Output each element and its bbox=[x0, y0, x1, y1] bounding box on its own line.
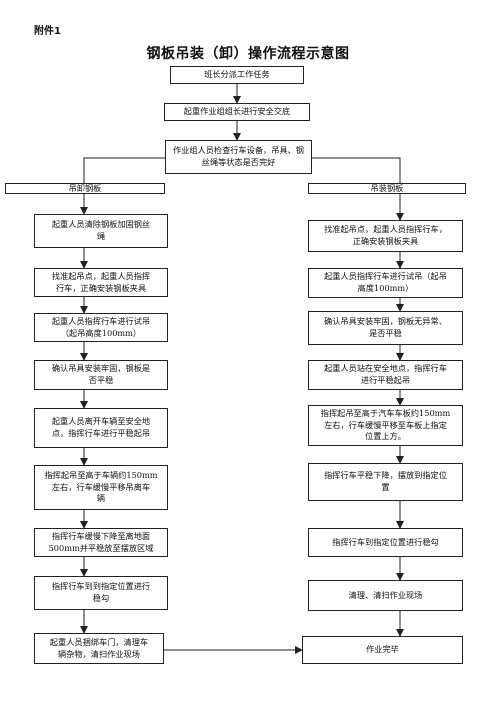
left-step-3: 起重人员指挥行车进行试吊 （起吊高度100mm） bbox=[34, 313, 168, 342]
right-step-6: 指挥行车平稳下降，摆放到指定位 置 bbox=[308, 463, 463, 501]
left-step-2: 找准起吊点，起重人员指挥 行车，正确安装钢板夹具 bbox=[34, 268, 168, 297]
left-step-5: 起重人员离开车辆至安全地 点，指挥行车进行平稳起吊 bbox=[34, 408, 168, 448]
right-step-7: 指挥行车到指定位置进行稳勾 bbox=[308, 528, 463, 557]
right-step-1: 找准起吊点，起重人员指挥行车， 正确安装钢板夹具 bbox=[308, 220, 463, 252]
right-step-2: 起重人员指挥行车进行试吊（起吊 高度100mm） bbox=[308, 268, 463, 298]
branch-label-unload: 吊卸钢板 bbox=[5, 183, 165, 194]
right-step-5: 指挥起吊至高于汽车车板约150mm 左右，行车缓慢平移至车板上指定 位置上方。 bbox=[308, 405, 463, 446]
left-step-6: 指挥起吊至高于车辆约150mm 左右，行车缓慢平移吊离车 辆 bbox=[34, 465, 168, 510]
left-step-9: 起重人员捆绑车门，清理车 辆杂物，清扫作业现场 bbox=[34, 633, 164, 664]
attachment-label: 附件1 bbox=[34, 26, 61, 37]
step-safety-briefing: 起重作业组组长进行安全交底 bbox=[164, 103, 310, 121]
right-step-8: 清理、清扫作业现场 bbox=[308, 580, 463, 611]
page-title: 钢板吊装（卸）操作流程示意图 bbox=[146, 46, 350, 62]
right-step-3: 确认吊具安装牢固，钢板无异常、 是否平稳 bbox=[308, 311, 463, 345]
branch-left bbox=[83, 157, 165, 183]
branch-label-load: 吊装钢板 bbox=[308, 183, 466, 194]
branch-right bbox=[312, 157, 401, 183]
right-step-4: 起重人员站在安全地点，指挥行车 进行平稳起吊 bbox=[308, 360, 463, 390]
right-step-9-finish: 作业完毕 bbox=[302, 636, 463, 664]
step-assign-task: 班长分派工作任务 bbox=[170, 66, 304, 84]
step-equipment-check: 作业组人员检查行车设备，吊具、钢丝绳等状态是否完好 bbox=[165, 140, 312, 174]
left-step-7: 指挥行车缓慢下降至离地面 500mm并平稳放至摆放区域 bbox=[34, 528, 168, 557]
left-step-4: 确认吊具安装牢固，钢板是 否平稳 bbox=[34, 360, 168, 390]
left-step-8: 指挥行车到到指定位置进行 稳勾 bbox=[34, 576, 168, 610]
left-step-1: 起重人员清除钢板加固钢丝 绳 bbox=[34, 214, 168, 248]
